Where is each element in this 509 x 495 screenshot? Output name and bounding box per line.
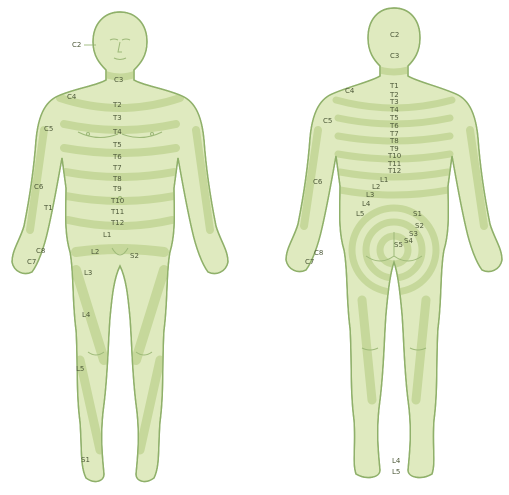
front-label-c7: C7 [27,258,36,266]
back-label-c8: C8 [314,249,323,257]
front-label-t9: T9 [112,185,122,193]
front-label-c3: C3 [114,76,123,84]
front-label-t2: T2 [112,101,122,109]
back-label-l3: L3 [366,191,374,199]
back-label-t1: T1 [389,82,399,90]
back-label-c6: C6 [313,178,323,186]
back-label-s5: S5 [394,241,403,249]
back-label-l5: L5 [356,210,364,218]
back-label-s2: S2 [415,222,424,230]
front-label-t4: T4 [112,128,122,136]
front-label-t10: T10 [110,197,124,205]
back-label-c5: C5 [323,117,332,125]
front-label-c8: C8 [36,247,45,255]
front-label-s2: S2 [130,252,139,260]
back-label-t8: T8 [389,137,399,145]
front-label-t3: T3 [112,114,122,122]
front-label-s1: S1 [81,456,90,464]
back-label-t10: T10 [387,152,401,160]
front-label-c6: C6 [34,183,44,191]
front-label-t1: T1 [43,204,53,212]
front-label-l4: L4 [82,311,91,319]
back-label-l4-foot: L4 [392,457,401,465]
back-label-c2: C2 [390,31,399,39]
back-label-l1: L1 [380,176,388,184]
back-label-s4: S4 [404,237,413,245]
back-label-c7: C7 [305,258,314,266]
back-label-t3: T3 [389,98,399,106]
front-label-t8: T8 [112,175,122,183]
front-label-t12: T12 [110,219,124,227]
back-label-l2: L2 [372,183,380,191]
back-label-t5: T5 [389,114,399,122]
back-label-c4: C4 [345,87,355,95]
front-label-l5: L5 [76,365,84,373]
front-label-t7: T7 [112,164,122,172]
front-label-l1: L1 [103,231,111,239]
front-label-c2: C2 [72,41,81,49]
front-label-c4: C4 [67,93,77,101]
front-label-t11: T11 [110,208,124,216]
front-label-t5: T5 [112,141,122,149]
back-label-t4: T4 [389,106,399,114]
front-label-l3: L3 [84,269,92,277]
front-label-t6: T6 [112,153,122,161]
front-label-c5: C5 [44,125,53,133]
front-label-l2: L2 [91,248,99,256]
back-label-l5-foot: L5 [392,468,400,476]
back-label-c3: C3 [390,52,399,60]
back-label-t6: T6 [389,122,399,130]
back-label-t12: T12 [387,167,401,175]
back-label-s1: S1 [413,210,422,218]
back-label-l4: L4 [362,200,371,208]
